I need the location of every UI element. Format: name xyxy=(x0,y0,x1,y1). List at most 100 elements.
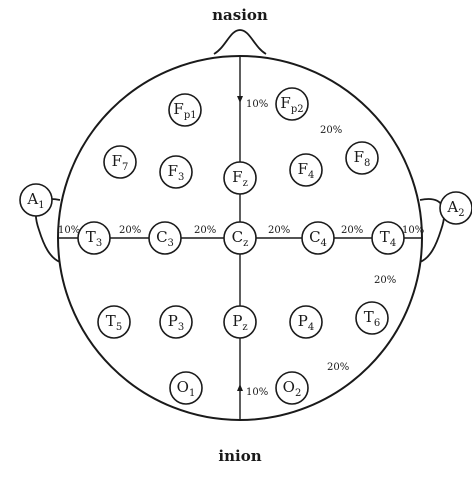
electrode-subscript: 4 xyxy=(390,238,396,249)
electrode-label: Fp1 xyxy=(173,100,196,121)
electrode-subscript: p1 xyxy=(184,110,197,121)
electrode-circle xyxy=(77,221,111,255)
electrode-label: A1 xyxy=(26,190,44,211)
electrode-letter: F xyxy=(232,168,242,186)
electrode-circle xyxy=(223,221,257,255)
electrode-letter: F xyxy=(298,160,308,178)
electrode-f3: F3 xyxy=(159,155,193,189)
electrode-label: P4 xyxy=(298,312,314,333)
nose-outline xyxy=(213,29,267,55)
electrode-letter: F xyxy=(112,152,122,170)
electrode-label: T3 xyxy=(86,228,102,249)
electrode-label: F8 xyxy=(354,148,371,169)
electrode-c3: C3 xyxy=(148,221,182,255)
electrode-letter: C xyxy=(156,228,167,246)
percent-label-left-edge: 10% xyxy=(58,225,80,236)
electrode-letter: T xyxy=(364,308,374,326)
electrode-label: Cz xyxy=(232,228,249,249)
electrode-f4: F4 xyxy=(289,153,323,187)
electrode-circle xyxy=(168,93,202,127)
electrode-subscript: 4 xyxy=(308,322,314,333)
electrode-letter: F xyxy=(168,162,178,180)
electrode-circle xyxy=(439,191,472,225)
electrode-c4: C4 xyxy=(301,221,335,255)
electrode-subscript: 3 xyxy=(178,322,184,333)
electrode-subscript: 2 xyxy=(295,388,301,399)
electrode-letter: F xyxy=(173,100,183,118)
electrode-letter: C xyxy=(232,228,243,246)
electrode-f8: F8 xyxy=(345,141,379,175)
electrode-fp1: Fp1 xyxy=(168,93,202,127)
electrode-circle xyxy=(223,305,257,339)
electrode-cz: Cz xyxy=(223,221,257,255)
electrode-label: F7 xyxy=(112,152,129,173)
electrode-letter: C xyxy=(309,228,320,246)
electrode-fp2: Fp2 xyxy=(275,87,309,121)
bottom-arrowhead xyxy=(237,384,243,391)
electrode-circle xyxy=(103,145,137,179)
top-arrowhead xyxy=(237,96,243,103)
percent-label-top: 10% xyxy=(246,99,268,110)
electrode-t5: T5 xyxy=(97,305,131,339)
electrode-label: O1 xyxy=(177,378,196,399)
percent-label-c3-cz: 20% xyxy=(194,225,216,236)
electrode-letter: T xyxy=(106,312,116,330)
electrode-circle xyxy=(223,161,257,195)
electrode-letter: F xyxy=(354,148,364,166)
electrode-letter: T xyxy=(380,228,390,246)
percent-label-right-edge: 10% xyxy=(402,225,424,236)
electrode-circle xyxy=(289,305,323,339)
electrode-fz: Fz xyxy=(223,161,257,195)
electrode-t6: T6 xyxy=(355,301,389,335)
electrode-label: F4 xyxy=(298,160,315,181)
electrode-subscript: 3 xyxy=(168,238,174,249)
electrode-label: Fz xyxy=(232,168,248,189)
electrode-o2: O2 xyxy=(275,371,309,405)
electrode-subscript: z xyxy=(243,178,248,189)
percent-label-t3-c3: 20% xyxy=(119,225,141,236)
electrode-circle xyxy=(159,155,193,189)
electrode-circle xyxy=(371,221,405,255)
electrode-subscript: 5 xyxy=(116,322,122,333)
electrode-label: T6 xyxy=(364,308,380,329)
electrode-label: F3 xyxy=(168,162,185,183)
electrode-letter: O xyxy=(283,378,295,396)
percent-label-right-mid: 20% xyxy=(374,275,396,286)
electrode-a1: A1 xyxy=(19,183,53,217)
electrode-letter: A xyxy=(26,190,38,208)
electrode-circle xyxy=(148,221,182,255)
electrode-subscript: 4 xyxy=(321,238,327,249)
electrode-label: Pz xyxy=(232,312,247,333)
electrode-label: Fp2 xyxy=(280,94,303,115)
electrode-letter: A xyxy=(446,198,458,216)
right-ear-outline xyxy=(419,198,445,263)
electrode-subscript: 2 xyxy=(458,208,464,219)
electrode-circle xyxy=(345,141,379,175)
electrode-label: O2 xyxy=(283,378,302,399)
electrode-circle xyxy=(355,301,389,335)
electrode-subscript: 1 xyxy=(189,388,195,399)
electrode-subscript: z xyxy=(242,322,247,333)
electrode-letter: F xyxy=(280,94,290,112)
electrode-circle xyxy=(19,183,53,217)
percent-label-cz-c4: 20% xyxy=(268,225,290,236)
electrode-p3: P3 xyxy=(159,305,193,339)
electrode-letter: P xyxy=(168,312,178,330)
inion-label: inion xyxy=(218,447,261,465)
electrode-label: A2 xyxy=(446,198,464,219)
electrode-subscript: 1 xyxy=(38,200,44,211)
electrode-t4: T4 xyxy=(371,221,405,255)
electrode-a2: A2 xyxy=(439,191,472,225)
electrode-o1: O1 xyxy=(169,371,203,405)
electrode-circle xyxy=(275,371,309,405)
electrode-pz: Pz xyxy=(223,305,257,339)
electrode-p4: P4 xyxy=(289,305,323,339)
electrode-subscript: 3 xyxy=(178,172,184,183)
nasion-label: nasion xyxy=(212,6,268,24)
electrode-letter: O xyxy=(177,378,189,396)
percent-label-upper-right: 20% xyxy=(320,125,342,136)
electrode-subscript: 8 xyxy=(364,158,370,169)
